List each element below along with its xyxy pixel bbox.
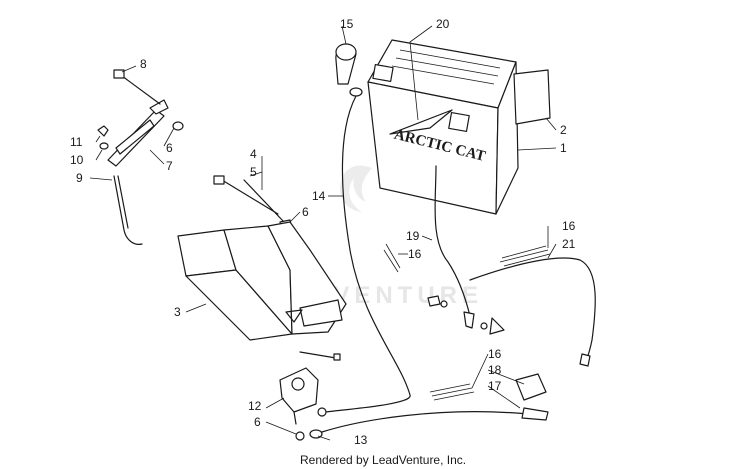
callout-15: 15 (340, 17, 354, 31)
callout-16-upper: 16 (562, 219, 576, 233)
negative-cable (434, 165, 475, 329)
callout-4: 4 (250, 147, 257, 161)
hold-down-bracket (107, 99, 169, 167)
callout-20: 20 (436, 17, 450, 31)
terminal-nut (317, 407, 327, 417)
callout-2: 2 (560, 123, 567, 137)
terminal-cover (515, 373, 547, 401)
positive-cable (325, 87, 411, 413)
callout-16-lower: 16 (488, 347, 502, 361)
callout-21: 21 (562, 237, 576, 251)
callout-labels: 1 2 3 4 5 6 6 6 7 8 9 10 11 12 13 14 15 … (70, 17, 576, 447)
footer-credit: Rendered by LeadVenture, Inc. (300, 453, 466, 467)
sleeve-upper (499, 245, 551, 267)
j-hook-rod (113, 175, 143, 245)
leader-lines (89, 25, 557, 441)
solenoid (279, 367, 319, 425)
callout-8: 8 (140, 57, 147, 71)
accessory-cable (469, 257, 596, 367)
fastener-set (427, 295, 505, 335)
nut-lower (295, 431, 305, 441)
battery: ARCTIC CAT (367, 39, 519, 215)
callout-13: 13 (354, 433, 368, 447)
callout-6-bracket: 6 (166, 141, 173, 155)
bolt-upper (113, 69, 161, 105)
callout-6-solenoid: 6 (254, 415, 261, 429)
callout-9: 9 (76, 171, 83, 185)
callout-1: 1 (560, 141, 567, 155)
bolt-mid (213, 175, 285, 223)
battery-tray (177, 221, 347, 361)
callout-16-middle: 16 (408, 247, 422, 261)
sleeve-middle (383, 243, 401, 273)
sleeve-lower (429, 383, 475, 401)
starter-cable (309, 407, 549, 439)
wing-nut (97, 125, 109, 137)
callout-3: 3 (174, 305, 181, 319)
callout-19: 19 (406, 229, 420, 243)
callout-18: 18 (488, 363, 502, 377)
callout-11: 11 (70, 135, 83, 149)
callout-12: 12 (248, 399, 262, 413)
washer (99, 142, 109, 150)
callout-10: 10 (70, 153, 84, 167)
j-hook-rod-inner (117, 175, 129, 229)
callout-5: 5 (250, 165, 257, 179)
callout-17: 17 (488, 379, 502, 393)
callout-7: 7 (166, 159, 173, 173)
terminal-boot (335, 43, 357, 85)
callout-14: 14 (312, 189, 326, 203)
callout-6-tray: 6 (302, 205, 309, 219)
battery-pad (513, 69, 551, 125)
nut-upper (172, 121, 184, 131)
